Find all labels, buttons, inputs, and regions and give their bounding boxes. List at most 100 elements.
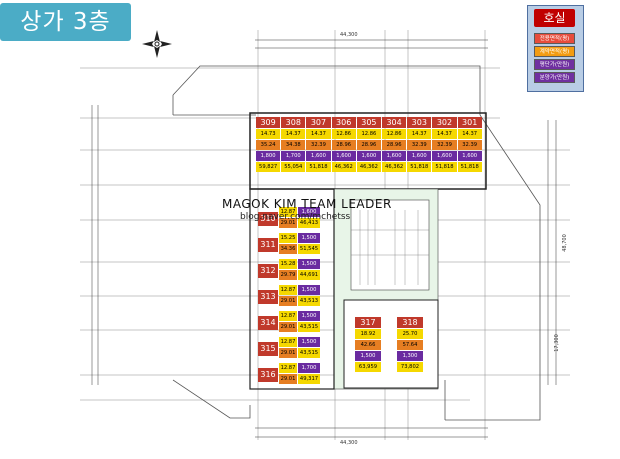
- unit-price: 46,362: [382, 162, 407, 172]
- unit-unit-price: 1,500: [298, 285, 320, 295]
- unit-unit-price: 1,500: [298, 311, 320, 321]
- unit-unit-price: 1,500: [298, 337, 320, 347]
- unit-unit-price: 1,800: [256, 151, 281, 161]
- unit-unit-price: 1,500: [298, 233, 320, 243]
- unit-excl: 12.86: [356, 129, 381, 139]
- unit-contract: 29.01: [279, 218, 297, 228]
- unit-unit-price: 1,600: [331, 151, 356, 161]
- watermark-url: blog.naver.com/mchetss: [240, 212, 351, 222]
- unit-contract: 57.64: [397, 340, 423, 350]
- unit-contract: 32.39: [432, 140, 457, 150]
- unit-price: 63,959: [355, 362, 381, 372]
- unit-contract: 34.36: [279, 244, 297, 254]
- grid-lines: [80, 30, 570, 440]
- unit-contract: 29.79: [279, 270, 297, 280]
- unit-excl: 12.86: [382, 129, 407, 139]
- unit-contract: 32.39: [306, 140, 331, 150]
- unit-contract: 29.01: [279, 348, 297, 358]
- unit-price: 49,317: [298, 374, 320, 384]
- unit-unit-price: 1,600: [457, 151, 482, 161]
- unit-unit-price: 1,500: [298, 259, 320, 269]
- unit-number: 307: [306, 117, 331, 128]
- unit-number: 309: [256, 117, 281, 128]
- watermark-title: MAGOK KIM TEAM LEADER: [222, 197, 392, 211]
- unit-price: 51,818: [432, 162, 457, 172]
- unit-contract: 29.01: [279, 296, 297, 306]
- unit-number: 308: [281, 117, 306, 128]
- unit-excl: 14.37: [407, 129, 432, 139]
- unit-excl: 15.28: [279, 259, 297, 269]
- unit-excl: 12.86: [331, 129, 356, 139]
- legend-item-exclusive-area: 전용면적(평): [534, 33, 575, 44]
- unit-unit-price: 1,600: [298, 207, 320, 217]
- dimension-top-total: 44,300: [340, 32, 358, 38]
- north-compass-icon: [142, 30, 172, 58]
- unit-number: 311: [258, 238, 278, 252]
- unit-number: 305: [356, 117, 381, 128]
- unit-price: 51,818: [457, 162, 482, 172]
- unit-number: 304: [382, 117, 407, 128]
- unit-excl: 12.87: [279, 285, 297, 295]
- unit-contract: 28.96: [356, 140, 381, 150]
- unit-contract: 29.01: [279, 322, 297, 332]
- unit-price: 44,691: [298, 270, 320, 280]
- unit-excl: 14.37: [281, 129, 306, 139]
- unit-number: 314: [258, 316, 278, 330]
- unit-price: 43,515: [298, 322, 320, 332]
- unit-price: 43,515: [298, 348, 320, 358]
- unit-excl: 14.73: [256, 129, 281, 139]
- unit-contract: 32.39: [457, 140, 482, 150]
- unit-number: 310: [258, 212, 278, 226]
- unit-excl: 25.70: [397, 329, 423, 339]
- unit-number: 306: [331, 117, 356, 128]
- unit-price: 46,362: [331, 162, 356, 172]
- dimension-lines: [91, 39, 557, 438]
- unit-number: 303: [407, 117, 432, 128]
- unit-excl: 12.87: [279, 207, 297, 217]
- unit-excl: 14.37: [457, 129, 482, 139]
- legend-title: 호실: [534, 9, 575, 27]
- unit-unit-price: 1,500: [355, 351, 381, 361]
- legend-item-contract-area: 계약면적(평): [534, 46, 575, 57]
- unit-unit-price: 1,600: [407, 151, 432, 161]
- unit-unit-price: 1,600: [306, 151, 331, 161]
- unit-excl: 14.37: [432, 129, 457, 139]
- unit-number: 318: [397, 317, 423, 328]
- unit-contract: 34.38: [281, 140, 306, 150]
- unit-contract: 28.96: [382, 140, 407, 150]
- legend-item-sale-price: 분양가(만원): [534, 72, 575, 83]
- unit-price: 59,827: [256, 162, 281, 172]
- unit-unit-price: 1,600: [432, 151, 457, 161]
- unit-excl: 14.37: [306, 129, 331, 139]
- dimension-bottom-total: 44,300: [340, 440, 358, 446]
- unit-excl: 18.92: [355, 329, 381, 339]
- unit-excl: 12.87: [279, 337, 297, 347]
- unit-number: 312: [258, 264, 278, 278]
- unit-contract: 32.39: [407, 140, 432, 150]
- unit-excl: 15.25: [279, 233, 297, 243]
- unit-unit-price: 1,300: [397, 351, 423, 361]
- unit-price: 55,054: [281, 162, 306, 172]
- unit-contract: 42.66: [355, 340, 381, 350]
- unit-number: 313: [258, 290, 278, 304]
- unit-price: 46,362: [356, 162, 381, 172]
- unit-price: 51,818: [306, 162, 331, 172]
- unit-contract: 35.24: [256, 140, 281, 150]
- unit-price: 73,802: [397, 362, 423, 372]
- dimension-right-total: 48,700: [561, 234, 568, 252]
- unit-number: 315: [258, 342, 278, 356]
- unit-excl: 12.87: [279, 311, 297, 321]
- unit-price: 51,818: [407, 162, 432, 172]
- unit-unit-price: 1,600: [382, 151, 407, 161]
- unit-price: 43,513: [298, 296, 320, 306]
- unit-contract: 28.96: [331, 140, 356, 150]
- legend-box: 호실 전용면적(평) 계약면적(평) 평단가(만원) 분양가(만원): [527, 5, 584, 92]
- unit-number: 316: [258, 368, 278, 382]
- unit-number: 302: [432, 117, 457, 128]
- unit-contract: 29.01: [279, 374, 297, 384]
- page-title: 상가 3층: [0, 3, 131, 41]
- dimension-right-lower: 17,300: [553, 334, 560, 352]
- unit-unit-price: 1,600: [356, 151, 381, 161]
